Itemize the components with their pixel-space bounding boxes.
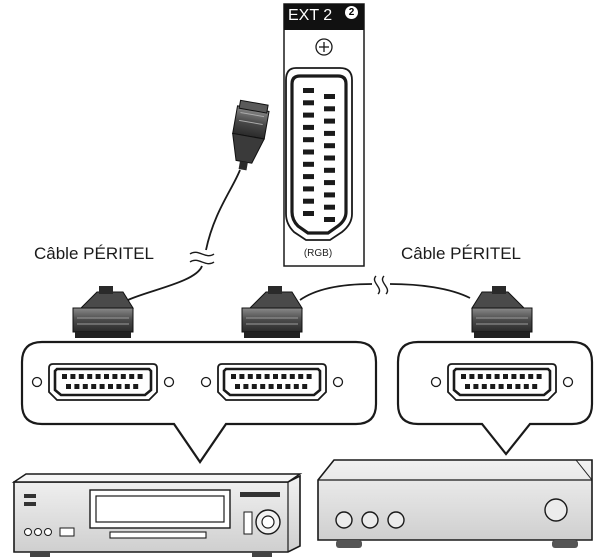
scart-socket — [31, 363, 175, 401]
decoder-device — [317, 459, 593, 548]
callout-vcr-sockets — [20, 340, 378, 464]
socket-pins — [303, 88, 335, 222]
knob-icon — [544, 498, 568, 522]
tv-scart-port-panel — [283, 3, 365, 267]
button-icon — [361, 511, 379, 529]
vcr-scart-sockets — [31, 363, 344, 401]
vcr-device — [11, 473, 303, 557]
cable-right-right — [389, 283, 471, 299]
scart-socket-vertical — [285, 67, 353, 241]
port-badge: 2 — [345, 6, 358, 19]
port-title: EXT 2 — [288, 7, 333, 24]
scart-plug-top — [232, 99, 270, 171]
cable-right-left — [299, 283, 373, 301]
scart-plug — [241, 286, 303, 338]
decoder-scart-socket — [430, 363, 574, 401]
cables — [127, 169, 471, 301]
scart-plug — [72, 286, 134, 338]
button-icon — [387, 511, 405, 529]
button-icon — [335, 511, 353, 529]
callout-decoder-socket — [396, 340, 594, 456]
port-signal-label: (RGB) — [303, 248, 333, 259]
scart-socket — [200, 363, 344, 401]
scart-socket — [430, 363, 574, 401]
cable-label-right: Câble PÉRITEL — [401, 244, 521, 263]
scart-plug — [471, 286, 533, 338]
cable-left-lower — [127, 265, 203, 301]
cable-left-upper — [205, 169, 241, 251]
cable-label-left: Câble PÉRITEL — [34, 244, 154, 263]
scart-plugs-lower — [72, 286, 533, 338]
